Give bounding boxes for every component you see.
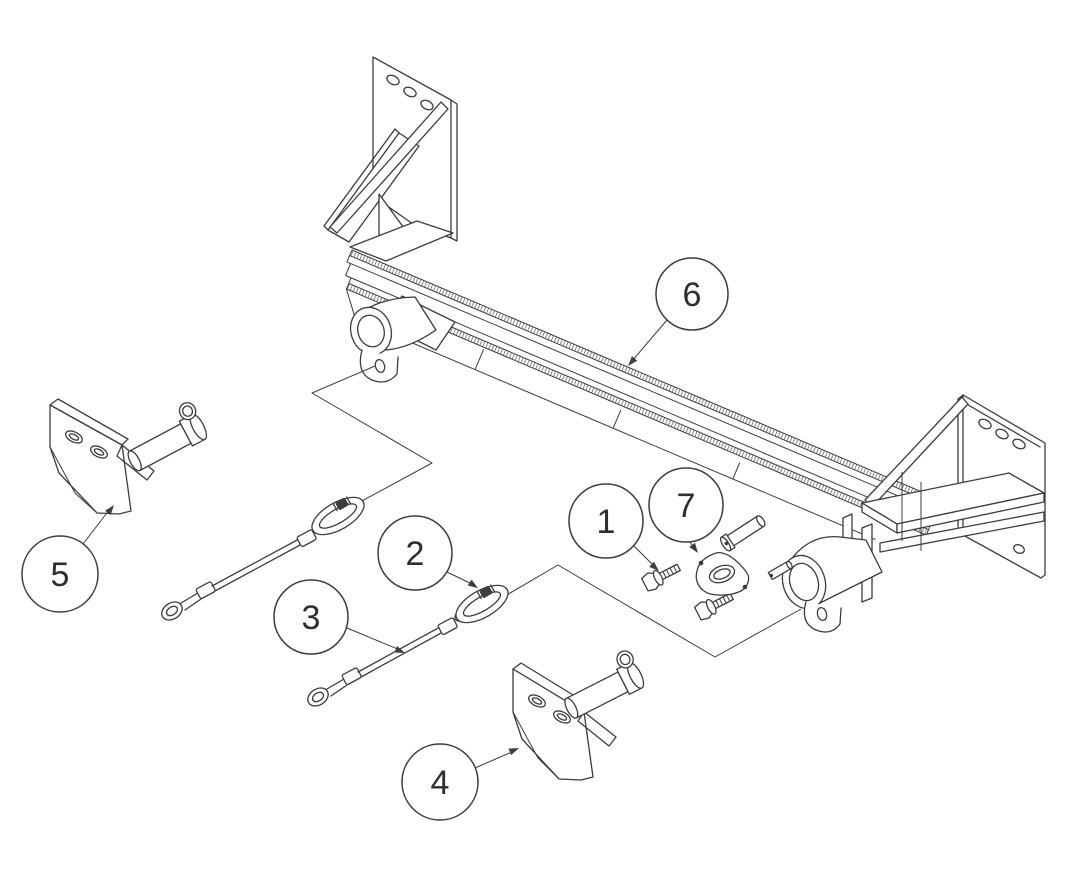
hex-bolt-upper bbox=[641, 563, 681, 592]
callout-6: 6 bbox=[628, 257, 729, 366]
bottom-bracket-serrated-flange bbox=[577, 711, 617, 747]
callout-1-label: 1 bbox=[597, 503, 616, 541]
left-receiver-tube bbox=[349, 295, 456, 383]
callout-7: 7 bbox=[648, 467, 724, 553]
callout-6-circle bbox=[655, 257, 729, 331]
callout-4-label: 4 bbox=[431, 764, 450, 802]
callout-7-label: 7 bbox=[677, 487, 696, 525]
crossbar-left-mounting-bracket bbox=[323, 56, 458, 262]
callout-5: 5 bbox=[21, 505, 114, 613]
right-tube-cable-tab bbox=[803, 601, 842, 633]
cable-ferrule bbox=[437, 617, 458, 635]
clevis-pin-left bbox=[127, 402, 208, 472]
clevis-pin-bottom bbox=[564, 650, 645, 719]
bracket-pin-assembly-bottom bbox=[512, 650, 645, 781]
callout-3-label: 3 bbox=[302, 599, 321, 637]
left-bracket-gusset-strip bbox=[329, 101, 449, 234]
callout-2: 2 bbox=[377, 515, 478, 591]
callout-5-circle bbox=[21, 535, 99, 613]
cable-ferrule bbox=[341, 667, 362, 685]
cable-ferrule bbox=[195, 581, 216, 599]
callout-2-circle bbox=[377, 515, 453, 591]
anchor-small-pin bbox=[767, 560, 793, 581]
cable-wire bbox=[211, 538, 303, 592]
crossbar-bar bbox=[345, 249, 942, 541]
quick-link-lower bbox=[455, 584, 509, 624]
crossbar-assembly bbox=[323, 56, 1046, 633]
callout-3: 3 bbox=[273, 579, 405, 655]
callout-2-label: 2 bbox=[406, 535, 425, 573]
callout-6-label: 6 bbox=[683, 276, 702, 314]
cable-ferrule bbox=[296, 529, 317, 547]
callout-1: 1 bbox=[568, 483, 659, 571]
callout-3-circle bbox=[273, 579, 349, 655]
callout-5-label: 5 bbox=[51, 556, 70, 594]
hex-bolt-lower bbox=[694, 592, 734, 621]
cable-attachment-line-left bbox=[311, 365, 433, 509]
cable-attachment-line-right bbox=[463, 564, 802, 658]
bracket-pin-assembly-left bbox=[49, 398, 208, 515]
anchor-clevis-pin bbox=[719, 515, 766, 552]
callout-4-circle bbox=[401, 743, 479, 821]
safety-cable-lower bbox=[307, 584, 509, 707]
left-tube-cable-tab bbox=[359, 349, 399, 383]
right-receiver-tube bbox=[781, 536, 883, 633]
callout-4: 4 bbox=[401, 743, 519, 821]
quick-link-upper bbox=[311, 496, 365, 536]
safety-cable-upper bbox=[161, 496, 365, 621]
anchor-plate-assembly bbox=[695, 515, 793, 596]
callout-1-circle bbox=[568, 483, 644, 559]
crossbar-right-mounting-bracket bbox=[861, 394, 1046, 579]
callout-7-circle bbox=[648, 467, 724, 543]
